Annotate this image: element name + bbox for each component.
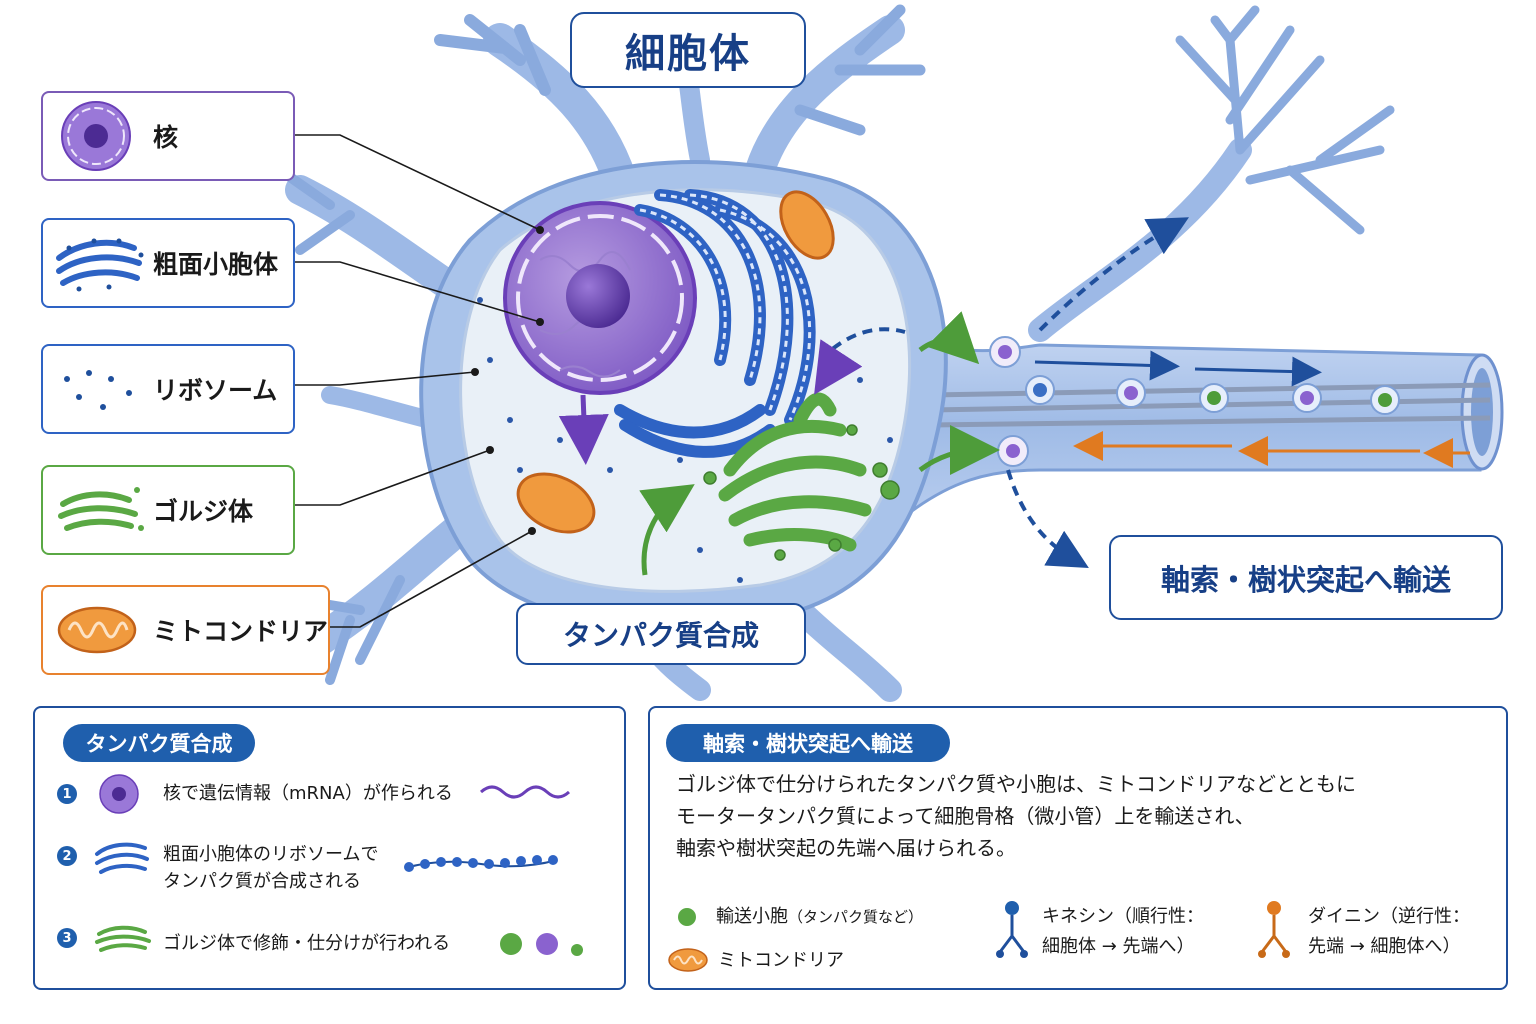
card-mitochondria: ミトコンドリア [41, 585, 330, 675]
page-title: 細胞体 [570, 12, 806, 88]
golgi-vesicles [703, 424, 900, 561]
label-mitochondria: ミトコンドリア [153, 617, 329, 646]
callout-transport: 軸索・樹状突起へ輸送 [1109, 535, 1503, 620]
legend-kinesin-line1: キネシン（順行性： [1042, 906, 1204, 927]
rough-er-inner [639, 193, 812, 421]
green-arrows [639, 311, 1000, 576]
label-nucleus: 核 [153, 123, 179, 152]
nucleus-icon [99, 774, 139, 814]
panel-synthesis-heading: タンパク質合成 [63, 724, 255, 762]
transport-arrows [1034, 350, 1470, 468]
vesicle-icon [678, 908, 696, 926]
step-number: 2 [57, 846, 77, 866]
card-nucleus: 核 [41, 91, 295, 181]
mitochondria [516, 190, 835, 534]
transport-description-line: 軸索や樹状突起の先端へ届けられる。 [676, 836, 1016, 860]
axon [898, 327, 1504, 524]
dashed-exit-arrows [818, 217, 1189, 568]
card-ribosome: リボソーム [41, 344, 295, 434]
label-golgi: ゴルジ体 [153, 497, 254, 526]
ribosome-icon [64, 370, 132, 410]
step-text: タンパク質が合成される [163, 871, 361, 892]
leader-lines [295, 134, 541, 628]
legend-vesicle-label: 輸送小胞 [716, 906, 788, 927]
rough-er-icon [56, 238, 144, 292]
step-text: ゴルジ体で修飾・仕分けが行われる [163, 933, 451, 954]
nucleus-icon [61, 101, 131, 171]
legend-kinesin-line2: 細胞体 → 先端へ） [1042, 936, 1195, 957]
vesicles-icon [500, 933, 583, 956]
step-number: 3 [57, 928, 77, 948]
axon-vesicles [989, 336, 1400, 467]
step-number: 1 [57, 784, 77, 804]
golgi [718, 392, 872, 552]
panel-transport-heading: 軸索・樹状突起へ輸送 [666, 724, 950, 762]
step-text: 粗面小胞体のリボソームで [163, 844, 379, 865]
label-rough-er: 粗面小胞体 [153, 250, 279, 279]
mrna-icon [479, 785, 571, 799]
transport-description-line: ゴルジ体で仕分けられたタンパク質や小胞は、ミトコンドリアなどとともに [676, 772, 1356, 796]
rough-er-icon [95, 842, 149, 874]
golgi-icon [58, 487, 144, 531]
mitochondria-icon [668, 948, 708, 972]
legend-vesicle: 輸送小胞（タンパク質など） [716, 902, 923, 932]
legend-dynein-line1: ダイニン（逆行性： [1308, 906, 1470, 927]
panel-synthesis: タンパク質合成 1 核で遺伝情報（mRNA）が作られる 2 粗面小胞体のリボソー… [33, 706, 626, 990]
legend-mitochondria: ミトコンドリア [718, 950, 844, 971]
polypeptide-chain-icon [404, 855, 558, 872]
legend-vesicle-note: （タンパク質など） [788, 908, 924, 926]
dynein-icon [1258, 901, 1290, 958]
dendrite-tree [1028, 5, 1395, 342]
callout-synthesis: タンパク質合成 [516, 603, 806, 665]
legend-dynein-line2: 先端 → 細胞体へ） [1308, 936, 1461, 957]
nucleus [503, 201, 697, 395]
panel-transport: 軸索・樹状突起へ輸送 [648, 706, 1508, 990]
step-text: 核で遺伝情報（mRNA）が作られる [163, 783, 453, 804]
card-rough-er: 粗面小胞体 [41, 218, 295, 308]
kinesin-icon [996, 901, 1028, 958]
card-golgi: ゴルジ体 [41, 465, 295, 555]
transport-description-line: モータータンパク質によって細胞骨格（微小管）上を輸送され、 [676, 804, 1255, 828]
label-ribosome: リボソーム [153, 376, 278, 405]
golgi-icon [95, 925, 151, 952]
mitochondria-icon [57, 606, 137, 654]
purple-arrows [558, 339, 863, 465]
